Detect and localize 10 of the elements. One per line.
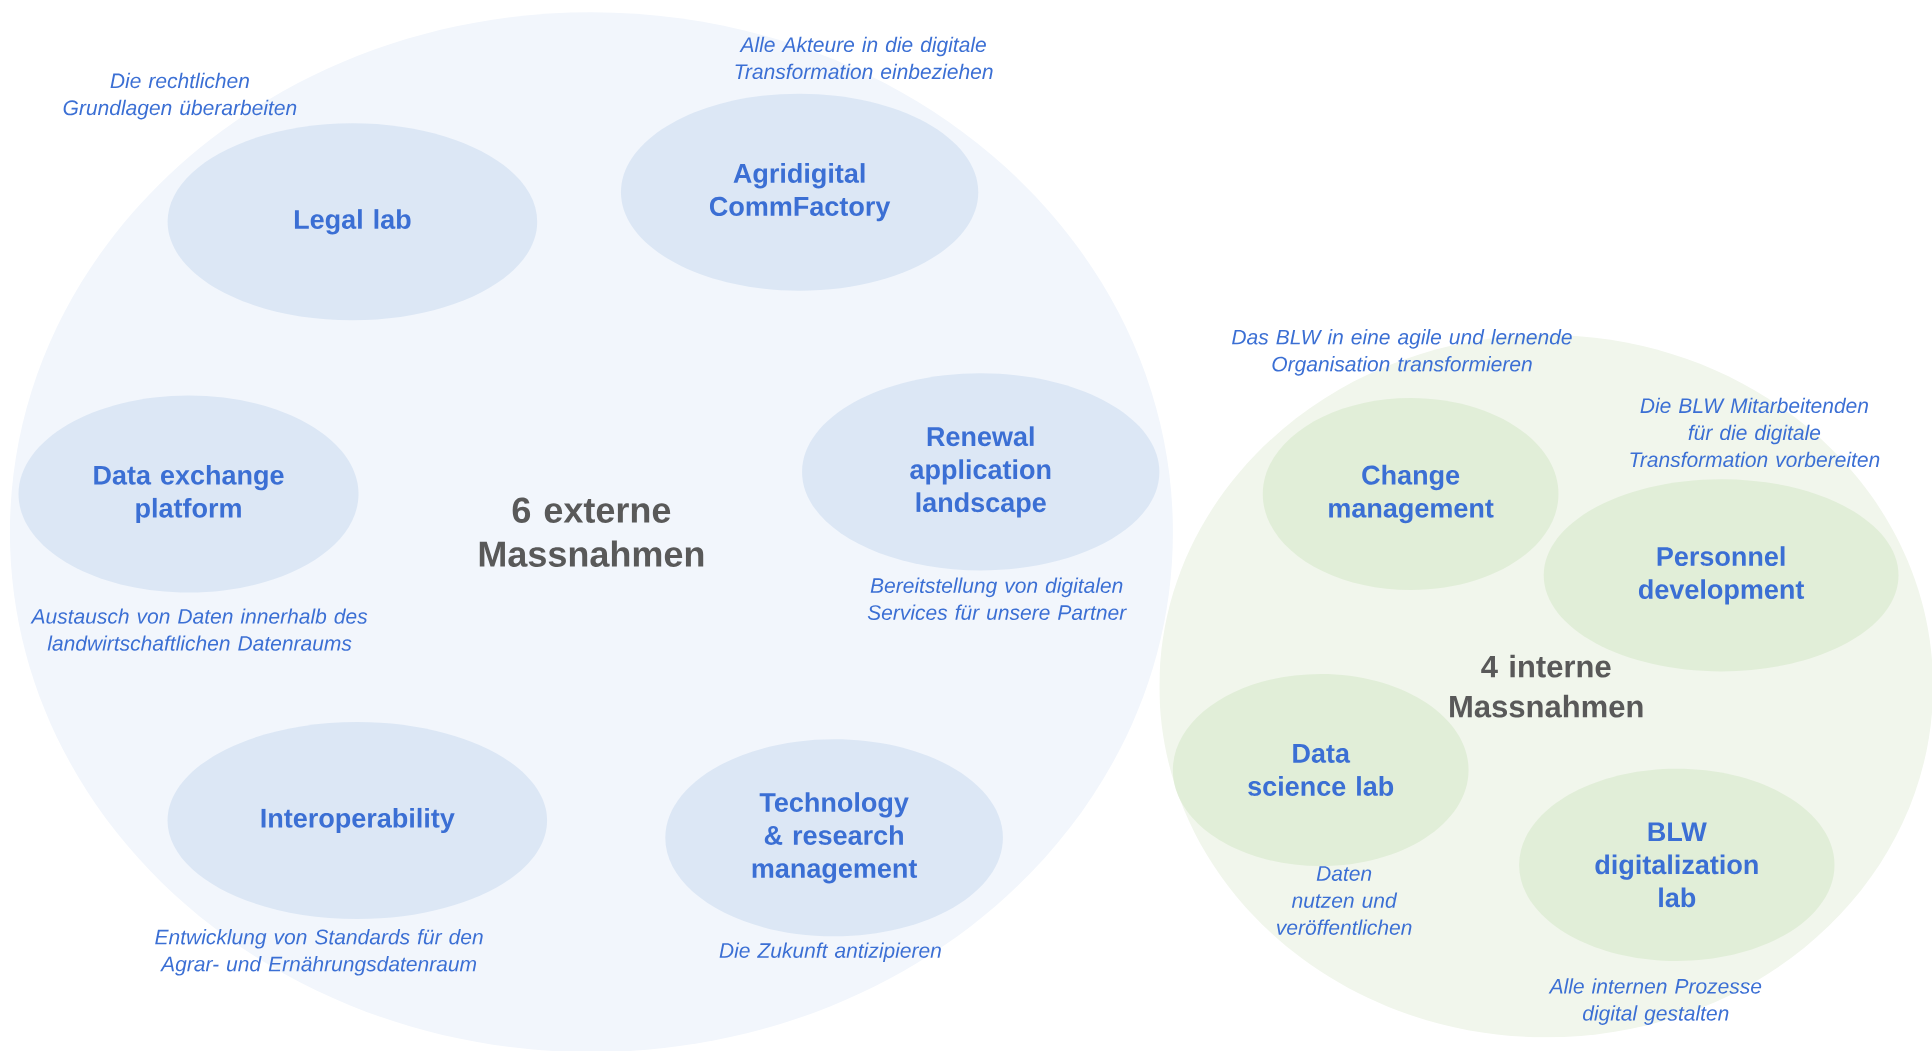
- description-text: Die BLW Mitarbeitenden für die digitale Transformation vorbereiten: [1630, 397, 1880, 468]
- description-text: Bereitstellung von digitalen Services für unsere Partner: [867, 577, 1127, 620]
- description-text: Entwicklung von Standards für den Agrar- und Ernährungsdatenraum: [155, 929, 483, 976]
- description-text: Das BLW in eine agile und lernende Organisation transformieren: [1232, 329, 1572, 376]
- description-text: Alle internen Prozesse digital gestalten: [1548, 978, 1762, 1025]
- description-text: Die Zukunft antizipieren: [719, 942, 941, 963]
- description-text: Daten nutzen und veröffentlichen: [1276, 866, 1412, 935]
- description-text: Die rechtlichen Grundlagen überarbeiten: [63, 72, 297, 120]
- description-text: Austausch von Daten innerhalb des landwirtschaftlichen Datenraums: [30, 608, 368, 651]
- description-text: Alle Akteure in die digitale Transformation einbeziehen: [735, 36, 993, 80]
